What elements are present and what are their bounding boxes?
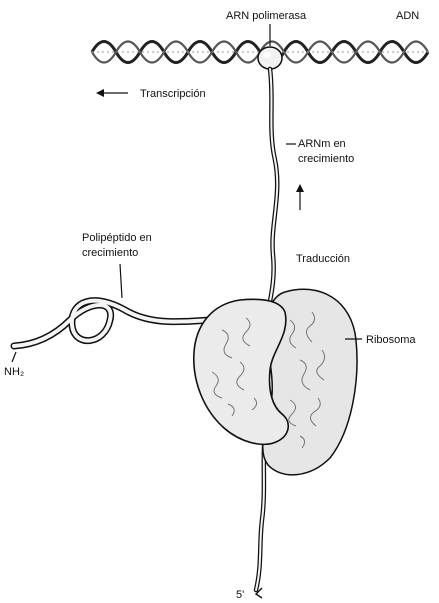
mrna-label-line1: ARNm en [298,138,346,150]
translation-arrow [296,184,304,210]
ribosome-label: Ribosoma [366,334,416,346]
mrna-label-line2: crecimiento [298,153,354,165]
polypeptide-chain [14,301,210,346]
amino-end-label: NH₂ [4,366,24,378]
transcription-arrow [96,89,128,97]
polypeptide-pointer [120,264,122,298]
polymerase-label: ARN polimerasa [226,10,307,22]
five-prime-label: 5' [236,589,244,601]
transcription-label: Transcripción [140,88,206,100]
polypeptide-label-line1: Polipéptido en [82,232,152,244]
polypeptide-label-line2: crecimiento [82,247,138,259]
translation-label: Traducción [296,253,350,265]
rna-polymerase [258,47,282,69]
dna-label: ADN [396,10,419,22]
nh2-pointer [12,352,16,362]
